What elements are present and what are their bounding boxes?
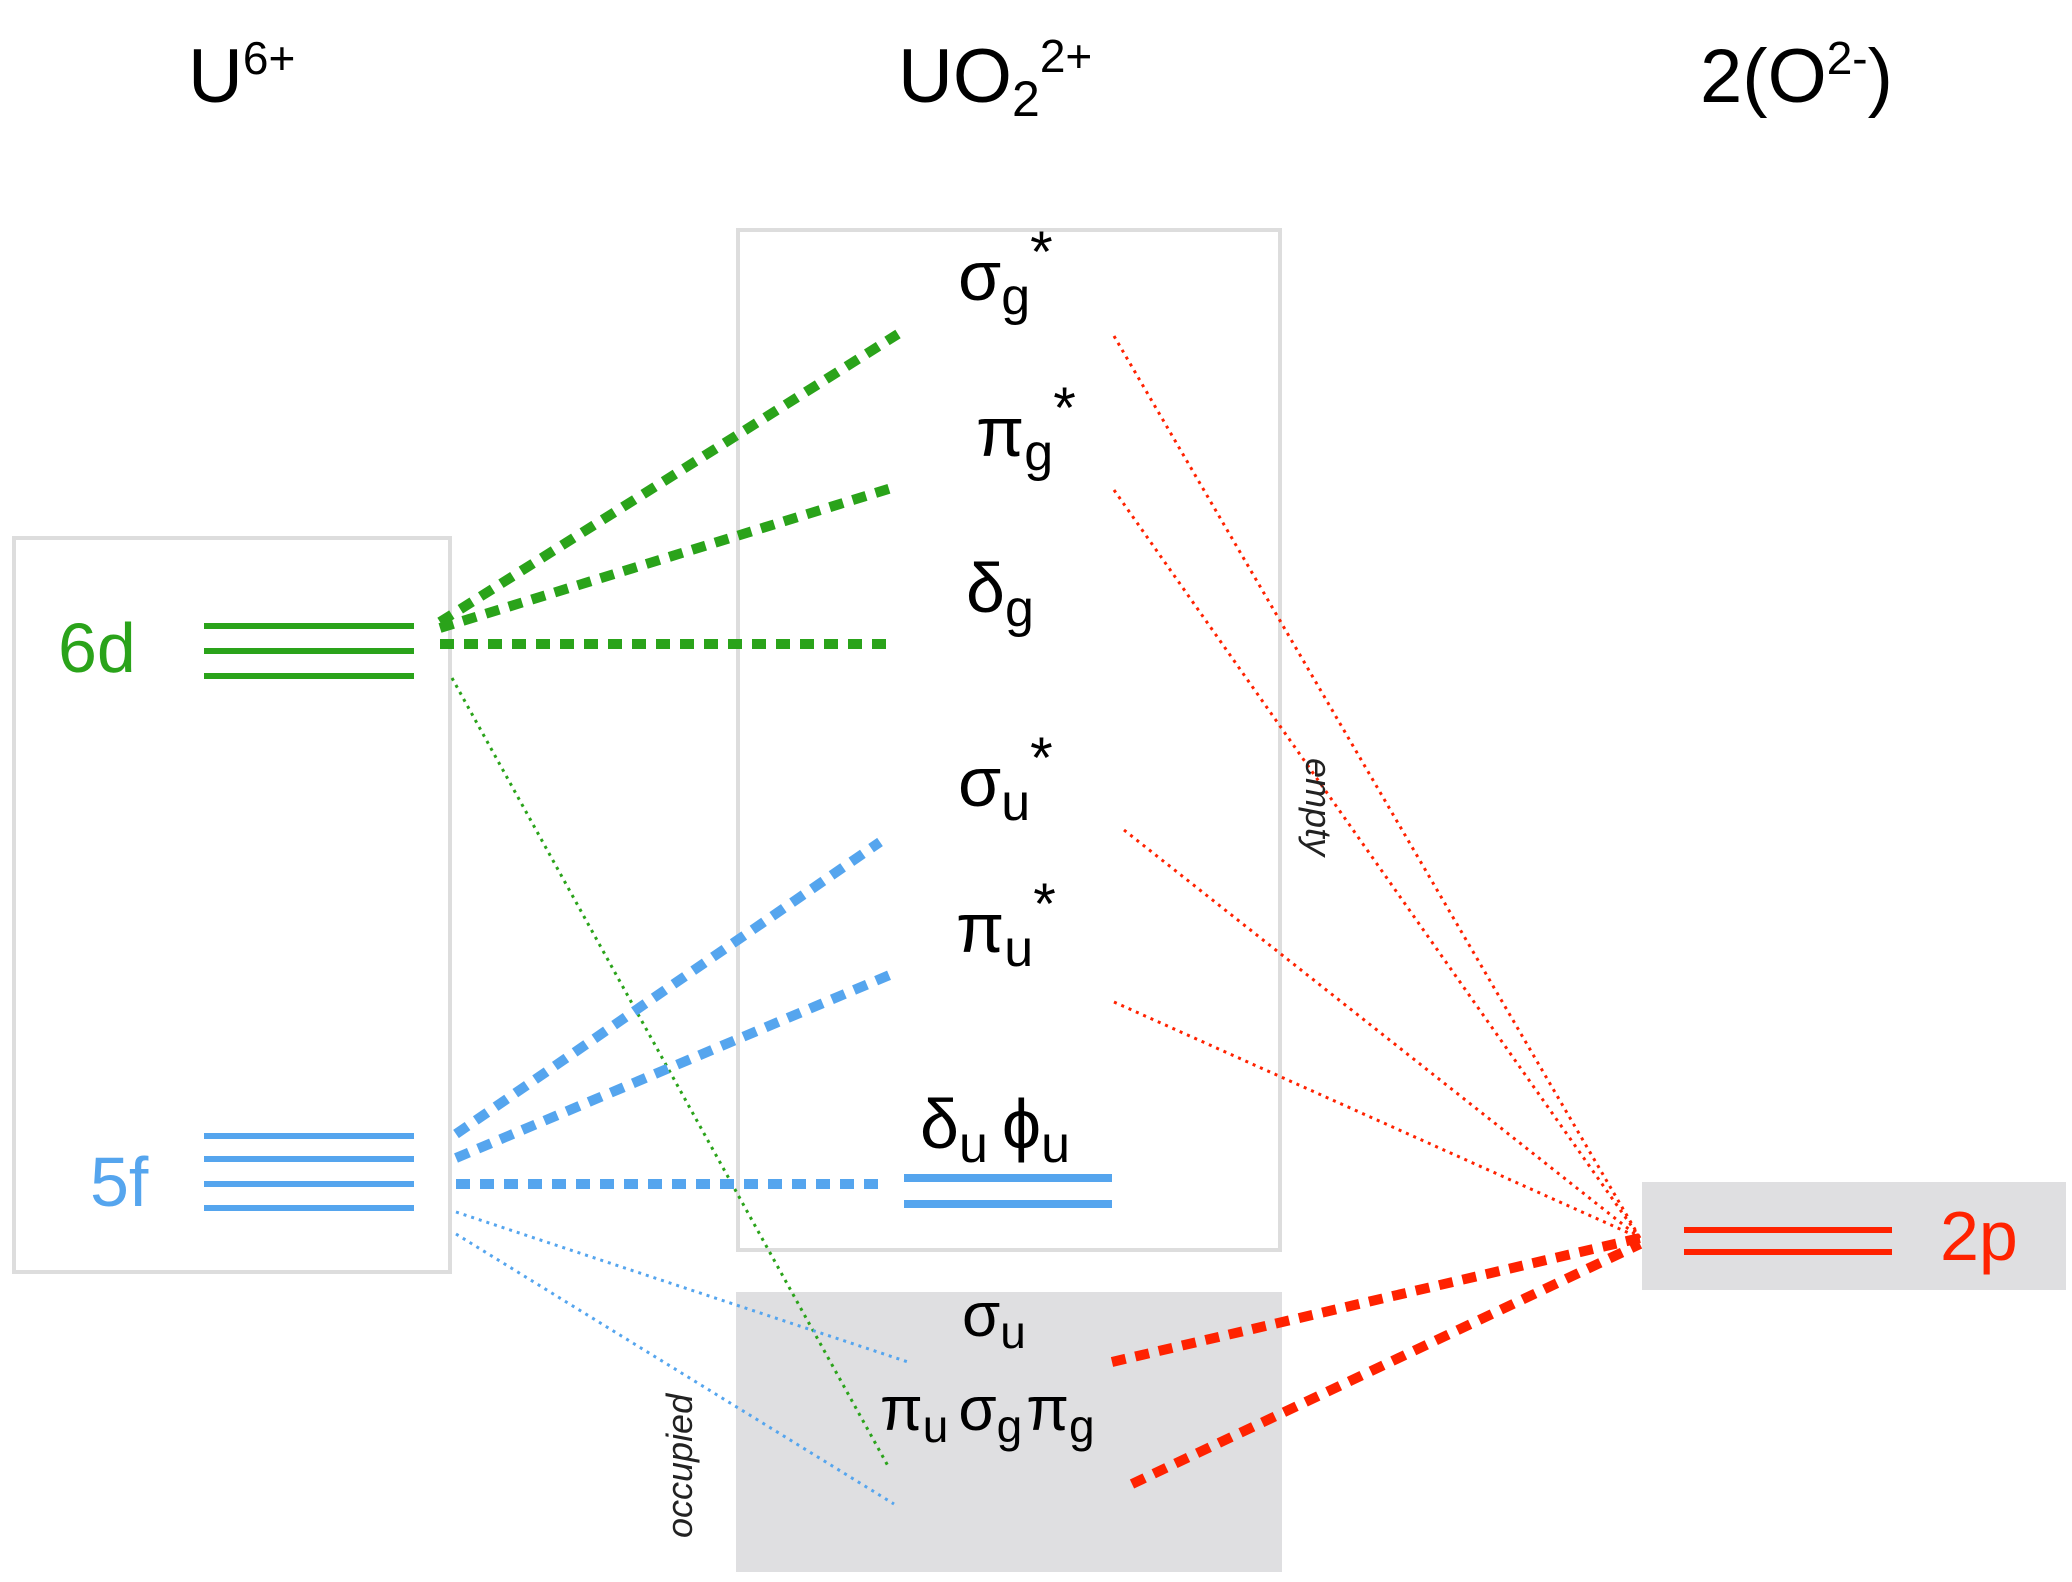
conn-5f-pi-u-star [454, 969, 894, 1163]
header-uo2-2plus: UO22+ [898, 30, 1092, 127]
annotation-empty: empty [1298, 758, 1339, 858]
annotation-occupied: occupied [659, 1393, 700, 1538]
label-sigma-g-star: σg* [958, 220, 1053, 326]
antibonding-box [736, 228, 1282, 1252]
conn-2p-sigma-u [1110, 1233, 1642, 1367]
conn-2p-pi-g-star [1112, 489, 1642, 1239]
level-2p [1684, 1227, 1892, 1255]
header-u6plus: U6+ [188, 32, 295, 119]
label-sigma-u-star: σu* [958, 726, 1053, 832]
oxygen-2p-shade [1642, 1182, 2066, 1290]
label-delta-g: δg [966, 549, 1034, 638]
label-pi-u-star: πu* [956, 872, 1056, 978]
conn-6d-pi-g-star [438, 481, 900, 633]
label-5f: 5f [90, 1143, 149, 1221]
label-sigma-u: σu [962, 1281, 1026, 1358]
conn-2p-sigma-u-star [1123, 828, 1641, 1240]
conn-6d-sigma-g-star [437, 329, 901, 627]
header-2-o2minus: 2(O2-) [1700, 32, 1893, 119]
conn-6d-bonding [450, 677, 890, 1467]
uranium-orbitals-box [12, 536, 452, 1274]
conn-2p-pi-u-star [1113, 1000, 1641, 1240]
label-6d: 6d [58, 609, 136, 687]
conn-5f-sigma-u-star [453, 837, 883, 1139]
thick-connectors [437, 329, 1643, 1489]
level-5f [204, 1133, 414, 1211]
conn-2p-sigma-g-star [1112, 335, 1642, 1239]
label-pi-g-star: πg* [976, 376, 1076, 482]
thin-connectors [450, 335, 1642, 1506]
level-6d [204, 623, 414, 679]
conn-2p-pi-u [1129, 1239, 1643, 1489]
label-2p: 2p [1940, 1197, 2018, 1275]
conn-5f-pi-u [455, 1232, 895, 1506]
